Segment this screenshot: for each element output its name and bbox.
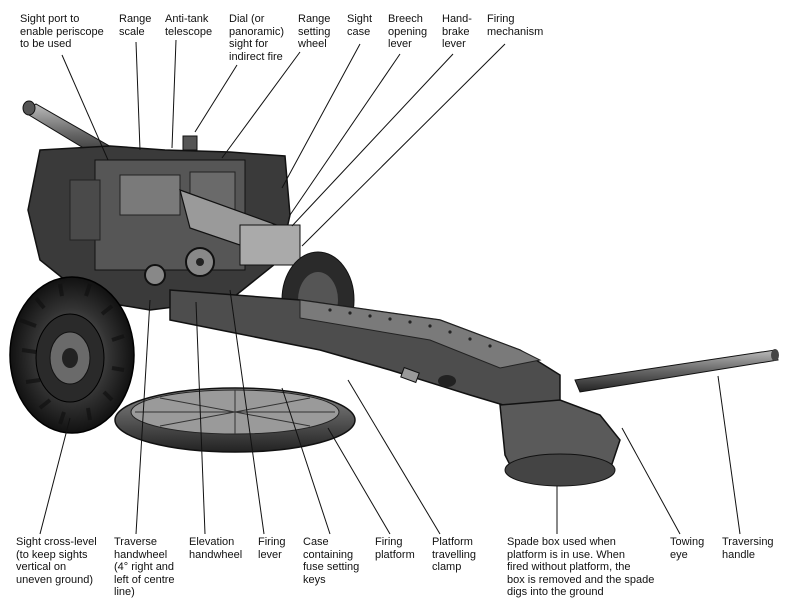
label-towing-eye: Towing eye <box>670 536 705 561</box>
spade-box-shape <box>499 399 621 487</box>
gun-body-shape <box>27 135 301 311</box>
label-sight-case: Sight case <box>347 13 373 38</box>
label-platform-clamp: Platform travelling clamp <box>432 536 477 573</box>
label-range-scale: Range scale <box>119 13 152 38</box>
label-traverse-handwheel: Traverse handwheel (4° right and left of… <box>114 536 175 598</box>
label-elevation-handwheel: Elevation handwheel <box>189 536 243 561</box>
label-firing-lever: Firing lever <box>258 536 286 561</box>
label-sight-cross-level: Sight cross-level (to keep sights vertic… <box>16 536 97 586</box>
label-anti-tank-telescope: Anti-tank telescope <box>165 13 213 38</box>
label-range-setting-wheel: Range setting wheel <box>298 13 331 50</box>
label-sight-port: Sight port to enable periscope to be use… <box>20 13 104 50</box>
traversing-handle-shape <box>574 349 779 393</box>
label-firing-platform: Firing platform <box>375 536 415 561</box>
label-hand-brake-lever: Hand- brake lever <box>442 13 472 50</box>
leader-lines <box>39 39 741 535</box>
label-breech-opening-lever: Breech opening lever <box>388 13 428 50</box>
left-wheel-shape <box>9 276 135 434</box>
label-firing-mechanism: Firing mechanism <box>487 13 544 38</box>
label-traversing-handle: Traversing handle <box>722 536 774 561</box>
label-dial-sight: Dial (or panoramic) sight for indirect f… <box>229 13 285 63</box>
label-spade-box: Spade box used when platform is in use. … <box>507 536 655 598</box>
label-case-fuse-keys: Case containing fuse setting keys <box>303 536 360 586</box>
firing-platform-shape <box>114 387 356 453</box>
